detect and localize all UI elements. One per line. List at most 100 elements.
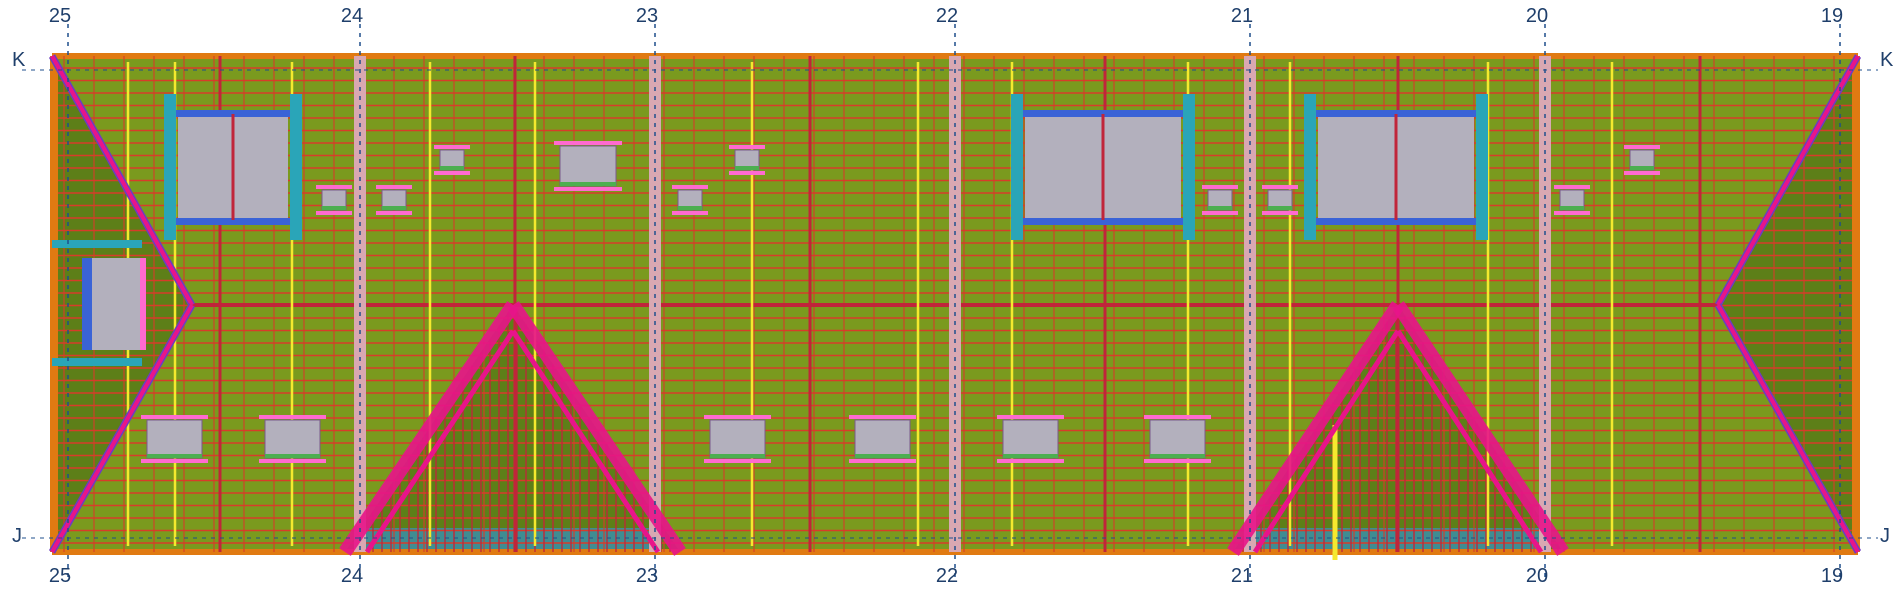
grid-column-label: 24 bbox=[341, 5, 363, 27]
roof-light-5-trim-top bbox=[316, 185, 352, 189]
roof-light-3-trim-bottom bbox=[729, 171, 765, 175]
hip-bottom-left bbox=[50, 304, 194, 553]
roof-light-7-trim-bottom bbox=[672, 211, 708, 215]
hip-window-trim bbox=[140, 258, 146, 350]
hip-window-head bbox=[52, 240, 142, 248]
roof-light-16-trim-top bbox=[1144, 415, 1211, 419]
roof-light-14-trim-top bbox=[849, 415, 916, 419]
roof-light-15-flashing bbox=[1003, 454, 1058, 458]
roof-light-5-flashing bbox=[322, 206, 346, 210]
roof-light-3-trim-top bbox=[729, 145, 765, 149]
grid-column-label: 23 bbox=[636, 565, 658, 587]
grid-column-label: 24 bbox=[341, 565, 363, 587]
hip-window-sill bbox=[52, 358, 142, 366]
gable-base-1 bbox=[363, 528, 662, 550]
roof-light-8-flashing bbox=[1208, 206, 1232, 210]
roof-light-14-trim-bottom bbox=[849, 459, 916, 463]
grid-row-label: J bbox=[1880, 525, 1890, 547]
roof-light-3-flashing bbox=[735, 166, 759, 170]
roof-light-13 bbox=[709, 419, 766, 459]
roof-light-8-trim-top bbox=[1202, 185, 1238, 189]
valley-right-2 bbox=[1392, 301, 1569, 556]
grid-column-label: 20 bbox=[1526, 5, 1548, 27]
dormer-window-3-head bbox=[1316, 110, 1476, 117]
roof-light-14-flashing bbox=[855, 454, 910, 458]
roof-light-1-flashing bbox=[440, 166, 464, 170]
eave-left bbox=[50, 56, 58, 552]
dormer-window-1-sill bbox=[176, 218, 290, 225]
roof-light-15-trim-top bbox=[997, 415, 1064, 419]
roof-light-10-trim-bottom bbox=[1554, 211, 1590, 215]
hip-window-glass bbox=[90, 258, 142, 350]
roof-light-1-trim-bottom bbox=[434, 171, 470, 175]
grid-column-label: 20 bbox=[1526, 565, 1548, 587]
roof-light-16-flashing bbox=[1150, 454, 1205, 458]
roof-light-11 bbox=[146, 419, 203, 459]
hip-window-frame bbox=[82, 258, 92, 350]
grid-lines bbox=[22, 24, 1878, 580]
roof-light-2-flashing bbox=[560, 182, 616, 186]
roof-light-6-flashing bbox=[382, 206, 406, 210]
roof-light-14 bbox=[854, 419, 911, 459]
roof-light-15 bbox=[1002, 419, 1059, 459]
hip-top-right bbox=[1716, 55, 1860, 306]
roof-light-12-flashing bbox=[265, 454, 320, 458]
roof-light-6-trim-bottom bbox=[376, 211, 412, 215]
roof-light-10-flashing bbox=[1560, 206, 1584, 210]
roof-light-16-trim-bottom bbox=[1144, 459, 1211, 463]
roof-light-13-trim-top bbox=[704, 415, 771, 419]
roof-light-5-trim-bottom bbox=[316, 211, 352, 215]
roof-light-7-trim-top bbox=[672, 185, 708, 189]
roof-light-12-trim-top bbox=[259, 415, 326, 419]
grid-column-label: 25 bbox=[49, 5, 71, 27]
roof-light-2-trim-top bbox=[554, 141, 622, 145]
grid-column-label: 21 bbox=[1231, 5, 1253, 27]
roof-light-6-trim-top bbox=[376, 185, 412, 189]
roof-light-10-trim-top bbox=[1554, 185, 1590, 189]
dormer-window-1-head bbox=[176, 110, 290, 117]
roof-light-8-trim-bottom bbox=[1202, 211, 1238, 215]
valley-inner-left-2 bbox=[1252, 329, 1401, 554]
roof-light-7-flashing bbox=[678, 206, 702, 210]
roof-light-4-flashing bbox=[1630, 166, 1654, 170]
grid-row-label: K bbox=[1880, 49, 1894, 71]
valley-right-1 bbox=[507, 301, 686, 556]
dormer-window-2-jamb-right bbox=[1183, 94, 1195, 240]
grid-column-label: 22 bbox=[936, 565, 958, 587]
hip-and-valley-lines bbox=[48, 54, 1862, 556]
grid-column-label: 25 bbox=[49, 565, 71, 587]
roof-light-2 bbox=[559, 145, 617, 187]
roof-light-16 bbox=[1149, 419, 1206, 459]
roof-light-11-trim-bottom bbox=[141, 459, 208, 463]
dormer-window-2-head bbox=[1023, 110, 1183, 117]
roof-light-4-trim-bottom bbox=[1624, 171, 1660, 175]
eave-right bbox=[1852, 56, 1860, 552]
roof-light-4-trim-top bbox=[1624, 145, 1660, 149]
valley-left-2 bbox=[1227, 301, 1404, 556]
roof-light-11-flashing bbox=[147, 454, 202, 458]
grid-column-label: 19 bbox=[1821, 565, 1843, 587]
dormer-window-3-sill bbox=[1316, 218, 1476, 225]
dormer-window-1-jamb-right bbox=[290, 94, 302, 240]
roof-light-9-flashing bbox=[1268, 206, 1292, 210]
dormer-window-1-jamb-left bbox=[164, 94, 176, 240]
grid-column-label: 22 bbox=[936, 5, 958, 27]
grid-row-label: K bbox=[12, 49, 26, 71]
hip-top-left bbox=[50, 55, 194, 306]
hip-bottom-right bbox=[1716, 304, 1860, 553]
valley-inner-left-1 bbox=[364, 329, 516, 554]
roof-light-9-trim-top bbox=[1262, 185, 1298, 189]
roof-light-11-trim-top bbox=[141, 415, 208, 419]
roof-light-9-trim-bottom bbox=[1262, 211, 1298, 215]
roof-light-12-trim-bottom bbox=[259, 459, 326, 463]
roof-light-2-trim-bottom bbox=[554, 187, 622, 191]
grid-column-label: 23 bbox=[636, 5, 658, 27]
dormer-window-2-sill bbox=[1023, 218, 1183, 225]
roof-light-12 bbox=[264, 419, 321, 459]
valley-inner-right-1 bbox=[510, 329, 661, 554]
grid-column-label: 21 bbox=[1231, 565, 1253, 587]
roof-light-1-trim-top bbox=[434, 145, 470, 149]
roof-windows bbox=[52, 94, 1660, 463]
